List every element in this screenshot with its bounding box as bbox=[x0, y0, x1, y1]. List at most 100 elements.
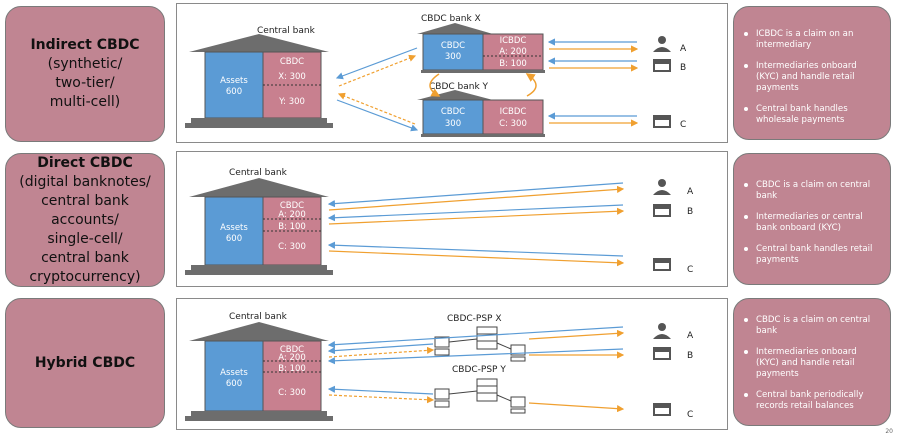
arrow-a-orange bbox=[328, 185, 625, 211]
indirect-cbdc-title-panel: Indirect CBDC (synthetic/ two-tier/ mult… bbox=[5, 6, 165, 142]
central-bank-roof bbox=[189, 34, 329, 52]
hybrid-cbdc-svg: Central bank Assets 600 CBDC A: 200 B: 1… bbox=[185, 312, 694, 421]
direct-cbdc-subtitle-5: central bank bbox=[41, 249, 129, 266]
central-bank-roof bbox=[189, 178, 329, 197]
hybrid-cbdc-bullets-panel: CBDC is a claim on central bank Intermed… bbox=[733, 298, 891, 426]
bank-y-cbdc-value: 300 bbox=[445, 119, 461, 129]
direct-cbdc-title-panel: Direct CBDC (digital banknotes/ central … bbox=[5, 153, 165, 287]
hybrid-cbdc-title: Hybrid CBDC bbox=[34, 354, 136, 371]
arrow-a-blue bbox=[327, 326, 624, 349]
shop-icon bbox=[653, 204, 671, 217]
arrow-b-blue bbox=[327, 204, 624, 222]
indirect-cbdc-subtitle-1: (synthetic/ bbox=[47, 56, 123, 72]
interbank-arrow-right bbox=[525, 73, 537, 97]
cbdc-label: CBDC bbox=[280, 345, 304, 355]
shop-icon bbox=[653, 59, 671, 72]
user-b-label: B bbox=[680, 63, 686, 73]
assets-label: Assets bbox=[220, 76, 248, 86]
bullet-item: Intermediaries onboard (KYC) and handle … bbox=[744, 347, 882, 380]
bank-x-cbdc-label: CBDC bbox=[441, 41, 465, 51]
central-bank-base bbox=[191, 265, 327, 270]
direct-cbdc-diagram: Central bank Assets 600 CBDC A: 200 B: 1… bbox=[176, 151, 728, 287]
bank-x-label: CBDC bank X bbox=[421, 14, 481, 24]
direct-cbdc-bullets-panel: CBDC is a claim on central bank Intermed… bbox=[733, 153, 891, 285]
bullet-item: ICBDC is a claim on an intermediary bbox=[744, 29, 882, 51]
hybrid-cbdc-row: Hybrid CBDC Central bank Assets 600 CBDC… bbox=[0, 294, 897, 432]
central-bank-cbdc-box bbox=[262, 340, 322, 412]
bank-x-cbdc-value: 300 bbox=[445, 52, 461, 62]
bullet-item: CBDC is a claim on central bank bbox=[744, 180, 882, 202]
arrow-c-orange bbox=[328, 250, 625, 267]
page-number: 20 bbox=[885, 428, 893, 435]
arrow-c-orange bbox=[528, 402, 625, 413]
person-icon bbox=[653, 36, 671, 52]
user-b-label: B bbox=[687, 207, 693, 217]
cb-entry-y: Y: 300 bbox=[278, 97, 305, 107]
indirect-cbdc-bullets: ICBDC is a claim on an intermediary Inte… bbox=[734, 29, 890, 126]
direct-cbdc-subtitle-2: central bank bbox=[41, 192, 129, 209]
bank-y-roof bbox=[417, 90, 493, 100]
bullet-item: Central bank handles retail payments bbox=[744, 244, 882, 266]
bank-y-base bbox=[421, 134, 545, 137]
cb-entry-a: A: 200 bbox=[278, 210, 305, 220]
direct-cbdc-subtitle-3: accounts/ bbox=[51, 211, 119, 228]
arrow-a-orange bbox=[528, 329, 625, 340]
direct-cbdc-row: Direct CBDC (digital banknotes/ central … bbox=[0, 149, 897, 289]
arrow-cb-pspy-orange bbox=[328, 394, 435, 404]
direct-cbdc-subtitle-6: cryptocurrency) bbox=[29, 268, 141, 285]
hybrid-cbdc-diagram: Central bank Assets 600 CBDC A: 200 B: 1… bbox=[176, 298, 728, 430]
bank-y-label: CBDC bank Y bbox=[429, 82, 489, 92]
bullet-item: CBDC is a claim on central bank bbox=[744, 315, 882, 337]
direct-cbdc-bullets: CBDC is a claim on central bank Intermed… bbox=[734, 180, 890, 266]
hybrid-cbdc-title-panel: Hybrid CBDC bbox=[5, 298, 165, 428]
user-a-label: A bbox=[687, 331, 694, 341]
indirect-cbdc-row: Indirect CBDC (synthetic/ two-tier/ mult… bbox=[0, 3, 897, 144]
arrow-cb-bankx-blue bbox=[335, 47, 418, 80]
hybrid-cbdc-bullets: CBDC is a claim on central bank Intermed… bbox=[734, 315, 890, 412]
indirect-cbdc-bullets-panel: ICBDC is a claim on an intermediary Inte… bbox=[733, 6, 891, 140]
user-a-label: A bbox=[687, 187, 694, 197]
indirect-cbdc-diagram: Central bank Assets 600 CBDC X: 300 Y: 3… bbox=[176, 3, 728, 143]
shop-icon bbox=[653, 347, 671, 360]
bank-x-roof bbox=[417, 23, 493, 34]
arrow-a-blue bbox=[327, 182, 624, 208]
arrow-cb-pspx-blue bbox=[327, 343, 434, 355]
user-c-label: C bbox=[680, 120, 686, 130]
direct-cbdc-subtitle-4: single-cell/ bbox=[47, 230, 123, 247]
central-bank-base bbox=[191, 118, 327, 123]
central-bank-assets-box bbox=[204, 340, 264, 412]
indirect-cbdc-title: Indirect CBDC bbox=[30, 37, 140, 53]
indirect-cbdc-subtitle-2: two-tier/ bbox=[55, 75, 115, 91]
interbank-arrow-left bbox=[429, 73, 441, 97]
user-c-label: C bbox=[687, 265, 693, 275]
cb-entry-b: B: 100 bbox=[278, 364, 306, 374]
direct-cbdc-svg: Central bank Assets 600 CBDC A: 200 B: 1… bbox=[185, 168, 694, 275]
arrow-b-orange bbox=[328, 207, 625, 225]
arrow-cb-pspx-orange bbox=[328, 346, 435, 358]
psp-y-label: CBDC-PSP Y bbox=[452, 365, 506, 375]
cb-entry-b: B: 100 bbox=[278, 222, 306, 232]
central-bank-base2 bbox=[185, 270, 333, 275]
bank-x-entry-a: A: 200 bbox=[499, 47, 526, 57]
central-bank-base2 bbox=[185, 123, 333, 128]
arrow-cb-bankx-orange bbox=[338, 54, 417, 87]
assets-value: 600 bbox=[226, 379, 242, 389]
bullet-item: Intermediaries onboard (KYC) and handle … bbox=[744, 61, 882, 94]
assets-label: Assets bbox=[220, 223, 248, 233]
cb-entry-x: X: 300 bbox=[278, 72, 306, 82]
central-bank-label: Central bank bbox=[229, 168, 288, 178]
central-bank-base bbox=[191, 411, 327, 416]
cb-entry-a: A: 200 bbox=[278, 353, 305, 363]
arrow-cb-pspy-blue bbox=[327, 385, 434, 395]
person-icon bbox=[653, 179, 671, 195]
arrow-b-blue bbox=[327, 348, 624, 365]
central-bank-roof bbox=[189, 322, 329, 341]
shop-icon bbox=[653, 115, 671, 128]
user-c-label: C bbox=[687, 410, 693, 420]
user-a-label: A bbox=[680, 44, 687, 54]
assets-label: Assets bbox=[220, 368, 248, 378]
bank-x-base bbox=[421, 70, 545, 73]
server-network-icon bbox=[434, 378, 526, 414]
direct-cbdc-title: Direct CBDC bbox=[37, 154, 133, 171]
cbdc-label: CBDC bbox=[280, 201, 304, 211]
